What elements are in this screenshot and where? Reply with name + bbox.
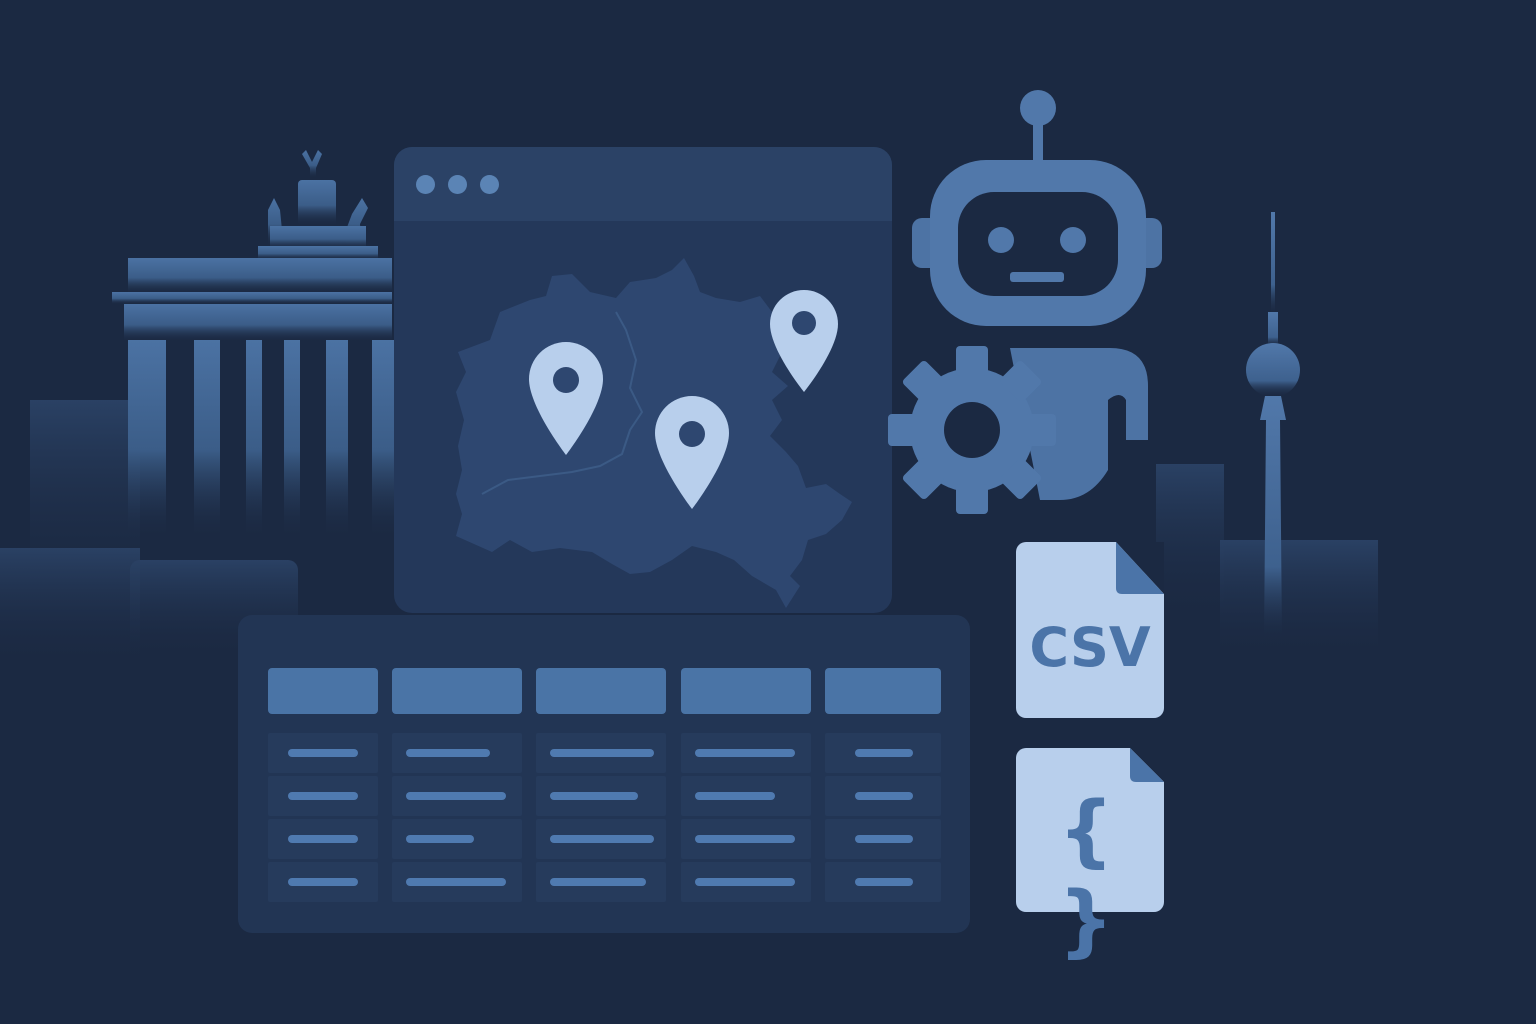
table-row[interactable] xyxy=(268,776,941,816)
building-shape xyxy=(0,548,140,668)
table-row[interactable] xyxy=(268,819,941,859)
table-row[interactable] xyxy=(268,862,941,902)
building-shape xyxy=(1220,540,1378,660)
map-pin-icon[interactable] xyxy=(770,290,838,392)
json-file-icon[interactable]: { } xyxy=(1016,748,1164,966)
table-header-cell[interactable] xyxy=(681,668,811,714)
building-shape xyxy=(1156,464,1224,624)
browser-titlebar xyxy=(394,147,892,221)
table-header-cell[interactable] xyxy=(268,668,378,714)
table-header-cell[interactable] xyxy=(392,668,522,714)
tv-tower-icon xyxy=(1246,212,1300,640)
window-dot xyxy=(416,175,435,194)
table-header-cell[interactable] xyxy=(536,668,666,714)
map-border xyxy=(481,311,644,495)
table-row[interactable] xyxy=(268,733,941,773)
csv-label: CSV xyxy=(1029,616,1151,679)
map-pin-icon[interactable] xyxy=(529,342,603,455)
window-dot xyxy=(480,175,499,194)
berlin-map xyxy=(456,258,852,608)
json-label: { } xyxy=(1058,786,1122,966)
brandenburg-gate-icon xyxy=(112,150,394,540)
table-header-cell[interactable] xyxy=(825,668,941,714)
csv-file-icon[interactable]: CSV xyxy=(1016,542,1164,718)
window-dot xyxy=(448,175,467,194)
data-table xyxy=(238,615,970,933)
file-corner xyxy=(1116,542,1164,594)
file-corner xyxy=(1130,748,1164,782)
browser-window xyxy=(394,147,892,613)
map-pin-icon[interactable] xyxy=(655,396,729,509)
